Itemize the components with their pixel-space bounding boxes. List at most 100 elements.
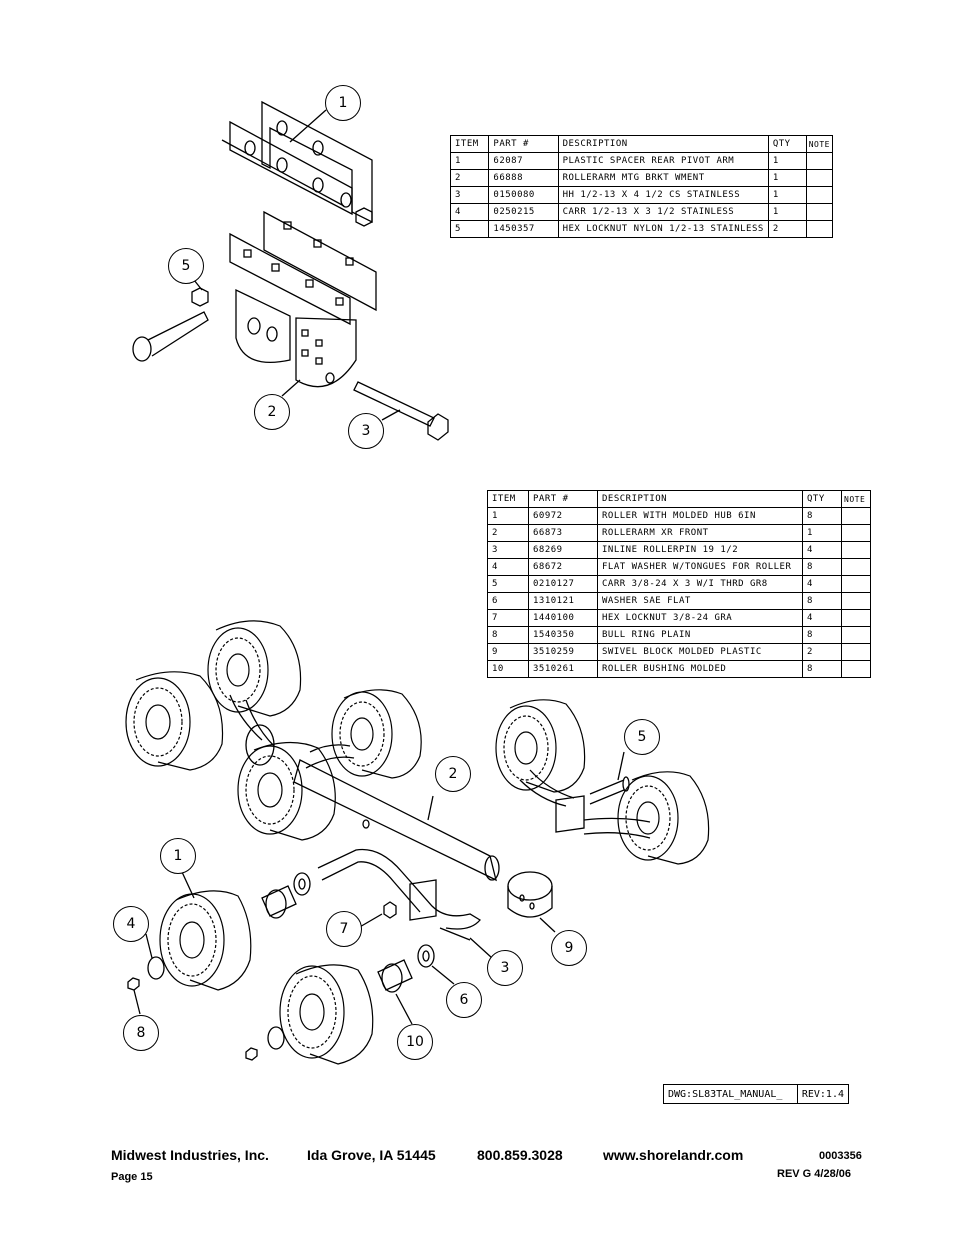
- table-header-row: ITEM PART # DESCRIPTION QTY NOTE: [449, 135, 834, 153]
- col-item: ITEM: [449, 135, 490, 153]
- cell-description: CARR 1/2-13 X 3 1/2 STAINLESS: [557, 203, 769, 221]
- roller-wheels: [125, 620, 710, 1065]
- cell-part: 66873: [528, 524, 598, 542]
- cell-part: 0150080: [488, 186, 559, 204]
- callout-top-item-1: 1: [325, 85, 361, 121]
- cell-description: CARR 3/8-24 X 3 W/I THRD GR8: [597, 575, 803, 593]
- cell-item: 7: [487, 609, 529, 627]
- drawing-title-block: DWG:SL83TAL_MANUAL_ REV:1.4: [663, 1084, 849, 1104]
- cell-item: 10: [487, 660, 529, 678]
- cell-part: 68269: [528, 541, 598, 559]
- cell-qty: 1: [767, 152, 807, 170]
- cell-item: 3: [449, 186, 490, 204]
- footer-doc-number: 0003356: [819, 1150, 862, 1162]
- col-qty: QTY: [767, 135, 807, 153]
- col-part: PART #: [528, 490, 598, 508]
- col-item: ITEM: [487, 490, 529, 508]
- cell-note: [841, 609, 871, 627]
- cell-qty: 1: [767, 169, 807, 187]
- callout-bottom-item-6: 6: [446, 982, 482, 1018]
- cell-note: [841, 660, 871, 678]
- cell-description: BULL RING PLAIN: [597, 626, 803, 644]
- cell-part: 1540350: [528, 626, 598, 644]
- cell-description: PLASTIC SPACER REAR PIVOT ARM: [557, 152, 769, 170]
- cell-note: [805, 203, 834, 221]
- cell-description: INLINE ROLLERPIN 19 1/2: [597, 541, 803, 559]
- col-note: NOTE: [805, 135, 834, 153]
- cell-qty: 8: [802, 558, 842, 576]
- cell-qty: 1: [767, 203, 807, 221]
- cell-qty: 8: [802, 592, 842, 610]
- cell-description: ROLLERARM MTG BRKT WMENT: [557, 169, 769, 187]
- cell-item: 3: [487, 541, 529, 559]
- col-note: NOTE: [841, 490, 871, 508]
- cell-note: [841, 643, 871, 661]
- cell-item: 1: [487, 507, 529, 525]
- cell-part: 0250215: [488, 203, 559, 221]
- callout-bottom-item-2: 2: [435, 756, 471, 792]
- cell-note: [841, 558, 871, 576]
- cell-note: [841, 541, 871, 559]
- callout-bottom-item-1: 1: [160, 838, 196, 874]
- roller-arm-assembly: [127, 694, 651, 1061]
- cell-description: ROLLERARM XR FRONT: [597, 524, 803, 542]
- cell-qty: 1: [802, 524, 842, 542]
- cell-qty: 8: [802, 626, 842, 644]
- cell-note: [805, 220, 834, 238]
- cell-description: HEX LOCKNUT 3/8-24 GRA: [597, 609, 803, 627]
- cell-note: [805, 169, 834, 187]
- footer-website: www.shorelandr.com: [603, 1147, 744, 1163]
- cell-item: 4: [487, 558, 529, 576]
- footer-company: Midwest Industries, Inc.: [111, 1147, 269, 1163]
- col-description: DESCRIPTION: [557, 135, 769, 153]
- cell-part: 62087: [488, 152, 559, 170]
- cell-qty: 8: [802, 507, 842, 525]
- cell-item: 9: [487, 643, 529, 661]
- drawing-number: DWG:SL83TAL_MANUAL_: [664, 1085, 798, 1103]
- cell-part: 1310121: [528, 592, 598, 610]
- col-description: DESCRIPTION: [597, 490, 803, 508]
- cell-item: 2: [449, 169, 490, 187]
- cell-note: [841, 507, 871, 525]
- cell-qty: 4: [802, 541, 842, 559]
- cell-part: 3510261: [528, 660, 598, 678]
- cell-part: 66888: [488, 169, 559, 187]
- cell-part: 1440100: [528, 609, 598, 627]
- cell-item: 4: [449, 203, 490, 221]
- cell-description: ROLLER WITH MOLDED HUB 6IN: [597, 507, 803, 525]
- callout-bottom-item-8: 8: [123, 1015, 159, 1051]
- footer-phone: 800.859.3028: [477, 1147, 563, 1163]
- cell-part: 68672: [528, 558, 598, 576]
- cell-note: [805, 152, 834, 170]
- table-header-row: ITEM PART # DESCRIPTION QTY NOTE: [487, 490, 871, 508]
- cell-item: 8: [487, 626, 529, 644]
- top-bracket-assembly: [132, 100, 449, 441]
- footer-revision: REV G 4/28/06: [777, 1168, 851, 1180]
- cell-qty: 2: [767, 220, 807, 238]
- cell-note: [841, 524, 871, 542]
- col-part: PART #: [488, 135, 559, 153]
- cell-qty: 4: [802, 609, 842, 627]
- callout-top-item-2: 2: [254, 394, 290, 430]
- cell-part: 0210127: [528, 575, 598, 593]
- footer-city: Ida Grove, IA 51445: [307, 1147, 436, 1163]
- drawing-revision: REV:1.4: [801, 1088, 844, 1100]
- cell-qty: 8: [802, 660, 842, 678]
- callout-bottom-item-3: 3: [487, 950, 523, 986]
- cell-item: 5: [487, 575, 529, 593]
- cell-part: 60972: [528, 507, 598, 525]
- cell-item: 6: [487, 592, 529, 610]
- callout-bottom-item-7: 7: [326, 911, 362, 947]
